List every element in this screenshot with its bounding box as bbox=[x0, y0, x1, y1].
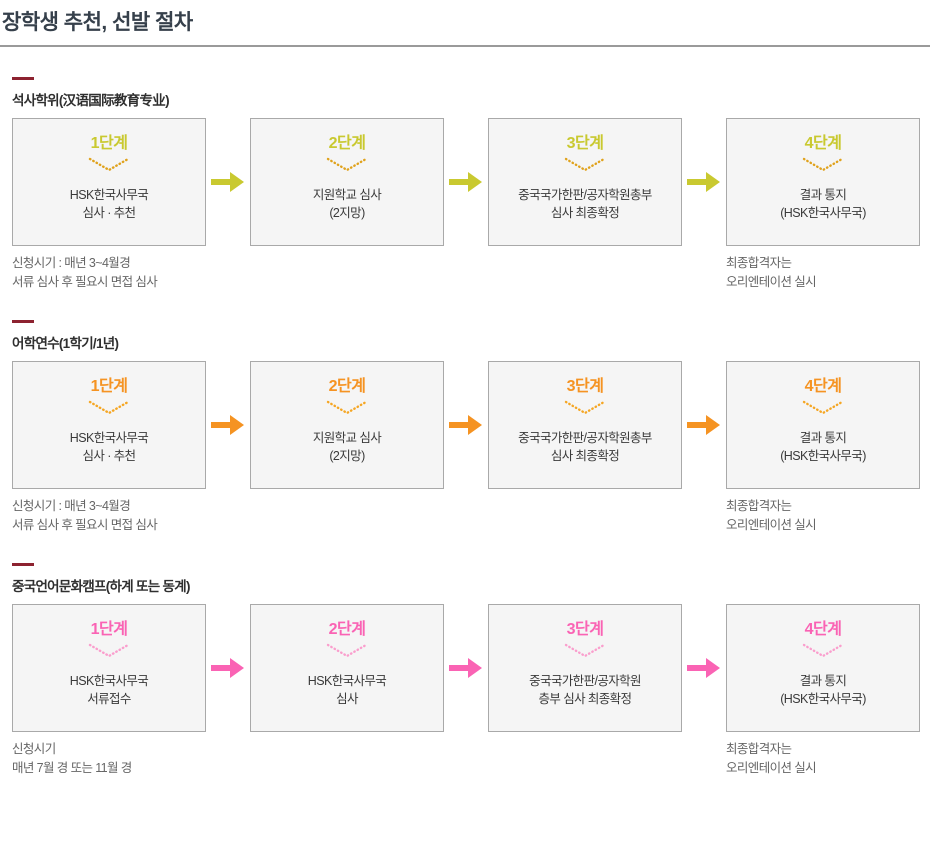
section-title: 석사학위(汉语国际教育专业) bbox=[12, 93, 170, 108]
chevron-down-icon bbox=[801, 157, 845, 178]
step-box-1: 1단계 HSK한국사무국 심사 · 추천 bbox=[12, 361, 206, 489]
chevron-down-icon bbox=[87, 643, 131, 664]
step-label: 2단계 bbox=[328, 135, 366, 152]
arrow-right-icon bbox=[206, 361, 250, 489]
step-description: 결과 통지 (HSK한국사무국) bbox=[780, 673, 866, 707]
section-marker-dash bbox=[12, 563, 34, 566]
step-box-1: 1단계 HSK한국사무국 서류접수 bbox=[12, 604, 206, 732]
step-label: 3단계 bbox=[566, 621, 604, 638]
step-description: HSK한국사무국 심사 bbox=[307, 673, 387, 707]
caption-right: 최종합격자는 오리엔테이션 실시 bbox=[726, 499, 817, 533]
arrow-right-icon bbox=[444, 118, 488, 246]
arrow-right-icon bbox=[682, 604, 726, 732]
step-description: 결과 통지 (HSK한국사무국) bbox=[780, 430, 866, 464]
step-label: 4단계 bbox=[804, 621, 842, 638]
caption-left: 신청시기 : 매년 3~4월경 서류 심사 후 필요시 면접 심사 bbox=[12, 499, 158, 533]
arrow-right-icon bbox=[682, 361, 726, 489]
step-box-2: 2단계 HSK한국사무국 심사 bbox=[250, 604, 444, 732]
section-marker-dash bbox=[12, 77, 34, 80]
step-description: HSK한국사무국 심사 · 추천 bbox=[69, 430, 149, 464]
step-description: 중국국가한판/공자학원 층부 심사 최종확정 bbox=[529, 673, 641, 707]
caption-right: 최종합격자는 오리엔테이션 실시 bbox=[726, 742, 817, 776]
arrow-right-icon bbox=[444, 361, 488, 489]
step-label: 2단계 bbox=[328, 621, 366, 638]
section-spacer bbox=[0, 541, 930, 563]
step-description: 지원학교 심사 (2지망) bbox=[312, 187, 382, 221]
step-description: 중국국가한판/공자학원총부 심사 최종확정 bbox=[518, 430, 652, 464]
section-marker-dash bbox=[12, 320, 34, 323]
chevron-down-icon bbox=[325, 643, 369, 664]
title-divider bbox=[0, 45, 930, 47]
section-spacer bbox=[0, 298, 930, 320]
arrow-right-icon bbox=[206, 118, 250, 246]
arrow-right-icon bbox=[444, 604, 488, 732]
section-spacer bbox=[0, 784, 930, 806]
caption-row: 신청시기 : 매년 3~4월경 서류 심사 후 필요시 면접 심사 최종합격자는 … bbox=[12, 246, 922, 298]
chevron-down-icon bbox=[801, 643, 845, 664]
step-description: 결과 통지 (HSK한국사무국) bbox=[780, 187, 866, 221]
step-label: 2단계 bbox=[328, 378, 366, 395]
caption-right: 최종합격자는 오리엔테이션 실시 bbox=[726, 256, 817, 290]
step-description: 지원학교 심사 (2지망) bbox=[312, 430, 382, 464]
step-label: 4단계 bbox=[804, 378, 842, 395]
caption-left: 신청시기 매년 7월 경 또는 11월 경 bbox=[12, 742, 132, 776]
section-culture-camp: 중국언어문화캠프(하계 또는 동계) 1단계 HSK한국사무국 서류접수 2단계 HSK… bbox=[0, 563, 930, 806]
chevron-down-icon bbox=[563, 157, 607, 178]
step-label: 1단계 bbox=[90, 135, 128, 152]
caption-left: 신청시기 : 매년 3~4월경 서류 심사 후 필요시 면접 심사 bbox=[12, 256, 158, 290]
chevron-down-icon bbox=[325, 157, 369, 178]
page-title: 장학생 추천, 선발 절차 bbox=[2, 11, 193, 34]
step-label: 3단계 bbox=[566, 135, 604, 152]
chevron-down-icon bbox=[563, 400, 607, 421]
chevron-down-icon bbox=[801, 400, 845, 421]
step-description: HSK한국사무국 심사 · 추천 bbox=[69, 187, 149, 221]
arrow-right-icon bbox=[206, 604, 250, 732]
step-label: 4단계 bbox=[804, 135, 842, 152]
step-description: 중국국가한판/공자학원총부 심사 최종확정 bbox=[518, 187, 652, 221]
chevron-down-icon bbox=[563, 643, 607, 664]
caption-row: 신청시기 : 매년 3~4월경 서류 심사 후 필요시 면접 심사 최종합격자는 … bbox=[12, 489, 922, 541]
step-label: 1단계 bbox=[90, 378, 128, 395]
chevron-down-icon bbox=[325, 400, 369, 421]
step-label: 3단계 bbox=[566, 378, 604, 395]
section-title: 중국언어문화캠프(하계 또는 동계) bbox=[12, 579, 190, 594]
section-title: 어학연수(1학기/1년) bbox=[12, 336, 119, 351]
step-description: HSK한국사무국 서류접수 bbox=[69, 673, 149, 707]
arrow-right-icon bbox=[682, 118, 726, 246]
caption-row: 신청시기 매년 7월 경 또는 11월 경 최종합격자는 오리엔테이션 실시 bbox=[12, 732, 922, 784]
chevron-down-icon bbox=[87, 157, 131, 178]
step-label: 1단계 bbox=[90, 621, 128, 638]
step-box-1: 1단계 HSK한국사무국 심사 · 추천 bbox=[12, 118, 206, 246]
chevron-down-icon bbox=[87, 400, 131, 421]
